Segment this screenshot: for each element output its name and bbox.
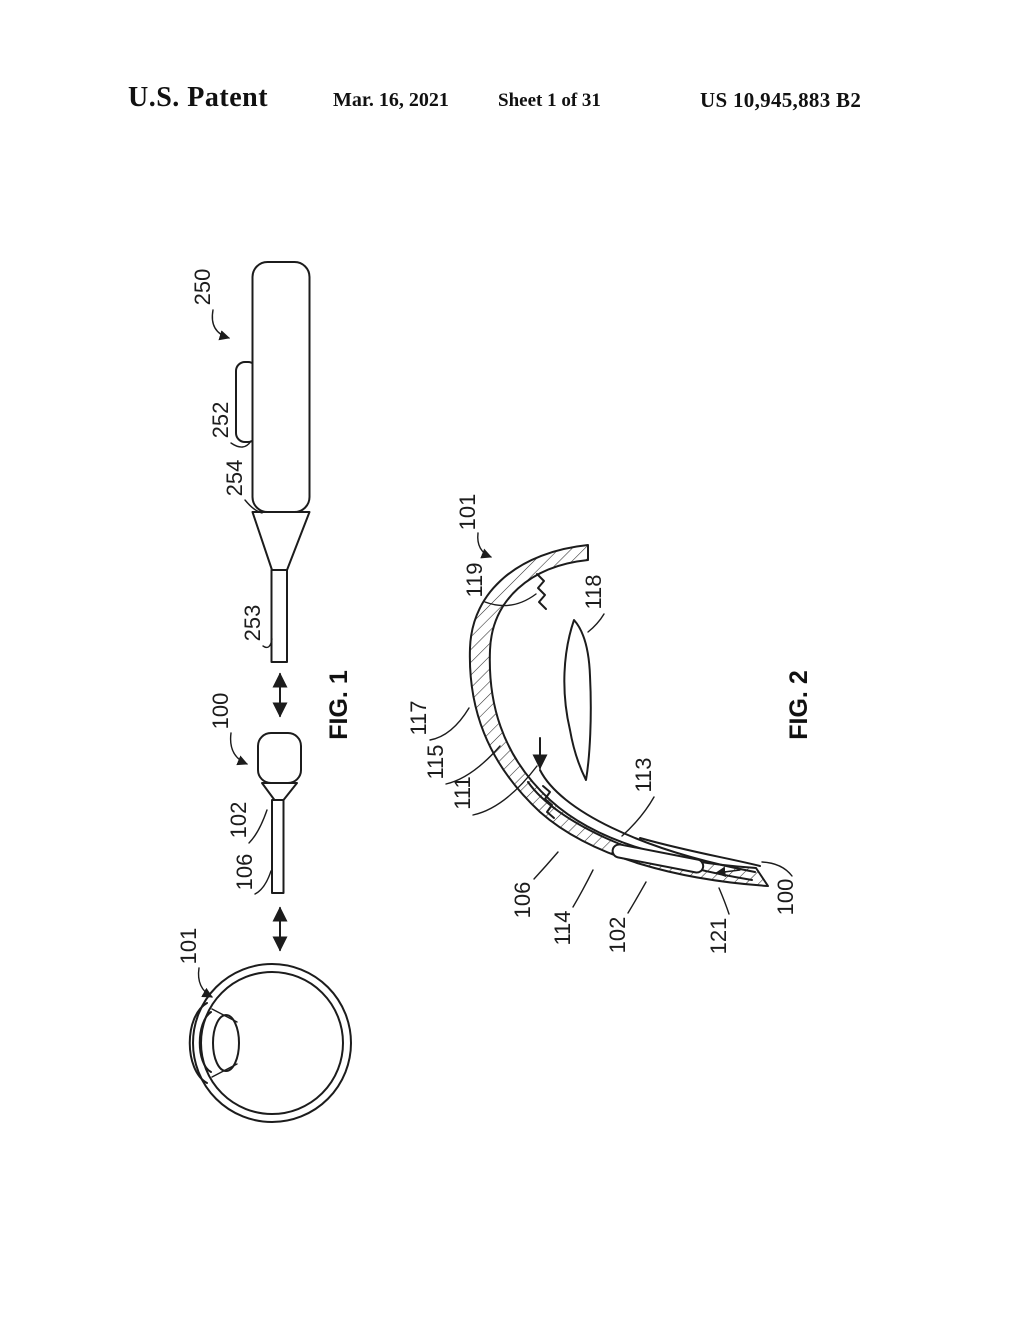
ref-118: 118 <box>581 574 606 609</box>
ref-117: 117 <box>406 700 431 735</box>
patent-header-date: Mar. 16, 2021 <box>333 89 449 111</box>
leader-100-fig2 <box>761 861 793 877</box>
leader-102 <box>248 809 268 844</box>
injector-body-shape <box>251 261 311 513</box>
eye-outer-circle <box>192 963 352 1123</box>
ref-252: 252 <box>208 402 233 439</box>
leader-106-fig2 <box>533 851 559 880</box>
ref-100-fig1: 100 <box>208 693 233 730</box>
leader-252 <box>230 440 252 448</box>
eye-section-sclera-band <box>468 544 769 887</box>
eye-section-choroid-line <box>639 837 761 867</box>
ref-102: 102 <box>226 802 251 839</box>
leader-121 <box>718 887 730 915</box>
leader-253 <box>262 638 273 649</box>
injector-taper-shape <box>251 511 311 571</box>
ref-115: 115 <box>423 744 448 779</box>
ref-253: 253 <box>240 605 265 642</box>
patent-header-title: U.S. Patent <box>128 82 269 113</box>
leader-250 <box>211 309 231 341</box>
ref-113: 113 <box>631 757 656 792</box>
implant-bulb-shape <box>257 732 302 784</box>
implant-in-situ-shape <box>611 843 705 874</box>
ref-250: 250 <box>190 269 215 306</box>
ref-101-fig2: 101 <box>455 494 480 531</box>
eye-iris-line-bottom <box>211 1063 238 1078</box>
implant-taper-shape <box>261 782 298 801</box>
leader-114 <box>572 869 594 908</box>
patent-header-number: US 10,945,883 B2 <box>700 88 862 112</box>
fig1-caption: FIG. 1 <box>325 670 353 740</box>
ref-254: 254 <box>222 460 247 497</box>
iris-wavy-line-top <box>536 573 547 610</box>
ref-114: 114 <box>550 910 575 945</box>
leader-111 <box>472 765 538 816</box>
device-tube-lower-line <box>527 781 753 881</box>
leader-106-fig1 <box>254 870 272 895</box>
ref-106-fig2: 106 <box>510 882 535 919</box>
iris-wavy-line-bottom <box>542 785 555 819</box>
leader-100-fig1 <box>229 732 248 766</box>
leader-119 <box>484 593 537 607</box>
ref-111: 111 <box>450 776 475 809</box>
ref-102-fig2: 102 <box>605 917 630 954</box>
eye-inner-circle <box>200 971 344 1115</box>
eye-lens-shape <box>212 1014 240 1072</box>
implant-shaft-shape <box>271 799 285 894</box>
ref-121: 121 <box>706 918 731 955</box>
leader-117 <box>429 707 470 741</box>
leader-115 <box>445 745 501 785</box>
implant-pointer-arrow <box>714 866 741 878</box>
leader-102-fig2 <box>627 881 647 914</box>
patent-header-sheet: Sheet 1 of 31 <box>498 90 601 111</box>
fig2-group: 101 119 118 117 115 111 113 106 114 102 … <box>406 494 813 955</box>
ref-101-fig1: 101 <box>176 928 201 965</box>
leader-254 <box>244 499 263 514</box>
leader-101-fig2 <box>477 532 492 559</box>
ref-100-fig2: 100 <box>773 879 798 916</box>
fig2-caption: FIG. 2 <box>785 670 813 739</box>
device-tube-upper-line <box>539 769 756 873</box>
lens-shape <box>563 619 592 781</box>
ref-119: 119 <box>462 562 487 597</box>
eye-cornea-outer-arc <box>188 1002 208 1084</box>
fig1-group: 250 252 254 253 100 102 106 101 FIG. 1 <box>176 261 353 1123</box>
ref-106-fig1: 106 <box>232 854 257 891</box>
eye-iris-line-top <box>211 1008 238 1023</box>
eye-cornea-inner-arc <box>198 1011 212 1073</box>
injector-needle-shape <box>270 569 288 663</box>
leader-113 <box>621 796 655 837</box>
leader-101-fig1 <box>197 967 213 998</box>
leader-118 <box>587 613 605 633</box>
